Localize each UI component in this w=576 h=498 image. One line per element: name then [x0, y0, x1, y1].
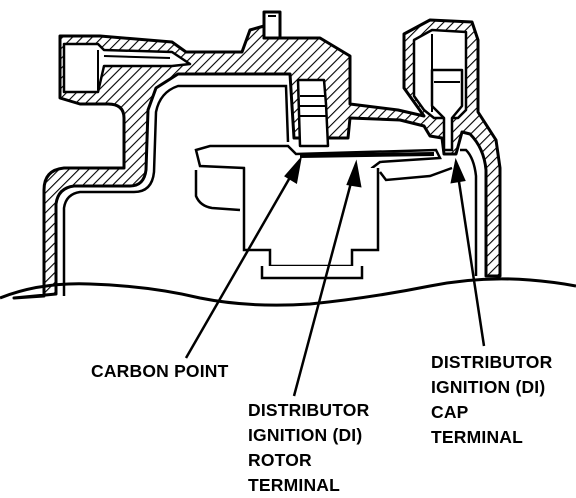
left-tower-bore — [62, 42, 192, 94]
arrow-rotor-terminal — [346, 159, 362, 188]
rotor-shaft-collar — [260, 266, 364, 280]
rotor-inner-wall — [194, 166, 453, 212]
rotor-terminal-plate — [299, 152, 435, 158]
label-cap-line-1: DISTRIBUTOR — [431, 352, 553, 372]
label-cap-terminal: DISTRIBUTOR IGNITION (DI) CAP TERMINAL — [431, 350, 552, 450]
label-rotor-terminal: DISTRIBUTOR IGNITION (DI) ROTOR TERMINAL — [248, 398, 369, 498]
rotor — [194, 144, 453, 280]
cut-line — [0, 277, 576, 307]
center-bore — [296, 78, 330, 148]
cap-terminal-insert — [430, 68, 464, 152]
label-carbon-point-text: CARBON POINT — [91, 361, 229, 381]
leader-cap-terminal — [454, 161, 486, 347]
top-boss — [262, 10, 282, 40]
leaders — [184, 155, 486, 397]
leader-rotor-terminal — [292, 163, 358, 397]
label-rotor-line-3: ROTOR — [248, 450, 312, 470]
housing-wall — [12, 18, 502, 300]
cap-housing — [12, 10, 502, 300]
arrow-cap-terminal — [450, 157, 466, 184]
inner-liner — [62, 84, 290, 296]
arrow-carbon-point — [284, 155, 303, 185]
label-carbon-point: CARBON POINT — [91, 359, 229, 384]
left-tower-line-2 — [103, 55, 171, 59]
label-cap-line-2: IGNITION (DI) — [431, 377, 546, 397]
label-cap-line-3: CAP — [431, 402, 469, 422]
leader-carbon-point — [184, 159, 302, 359]
inner-liner-right — [460, 148, 478, 276]
label-cap-line-4: TERMINAL — [431, 427, 524, 447]
label-rotor-line-1: DISTRIBUTOR — [248, 400, 370, 420]
label-rotor-line-2: IGNITION (DI) — [248, 425, 363, 445]
label-rotor-line-4: TERMINAL — [248, 475, 341, 495]
